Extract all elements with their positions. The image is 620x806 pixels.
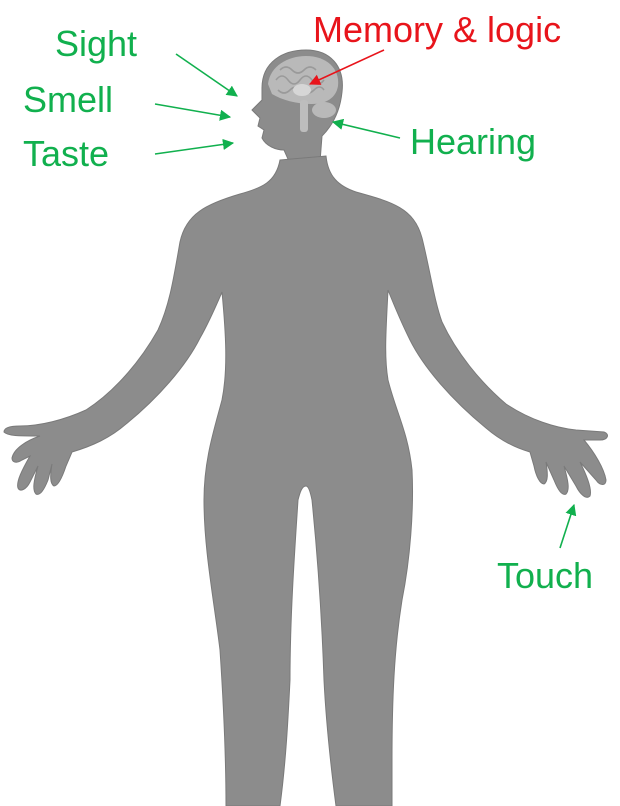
arrow-touch bbox=[560, 505, 574, 548]
arrow-hearing bbox=[333, 122, 400, 138]
arrow-taste bbox=[155, 143, 233, 154]
cerebellum bbox=[312, 102, 336, 118]
label-sight: Sight bbox=[55, 26, 137, 62]
torso bbox=[4, 156, 607, 806]
label-smell: Smell bbox=[23, 82, 113, 118]
brain-stem bbox=[300, 100, 308, 132]
label-taste: Taste bbox=[23, 136, 109, 172]
arrow-smell bbox=[155, 104, 230, 117]
label-memory-logic: Memory & logic bbox=[313, 12, 561, 48]
arrow-sight bbox=[176, 54, 237, 96]
label-touch: Touch bbox=[497, 558, 593, 594]
label-hearing: Hearing bbox=[410, 124, 536, 160]
limbic-center bbox=[293, 84, 311, 96]
